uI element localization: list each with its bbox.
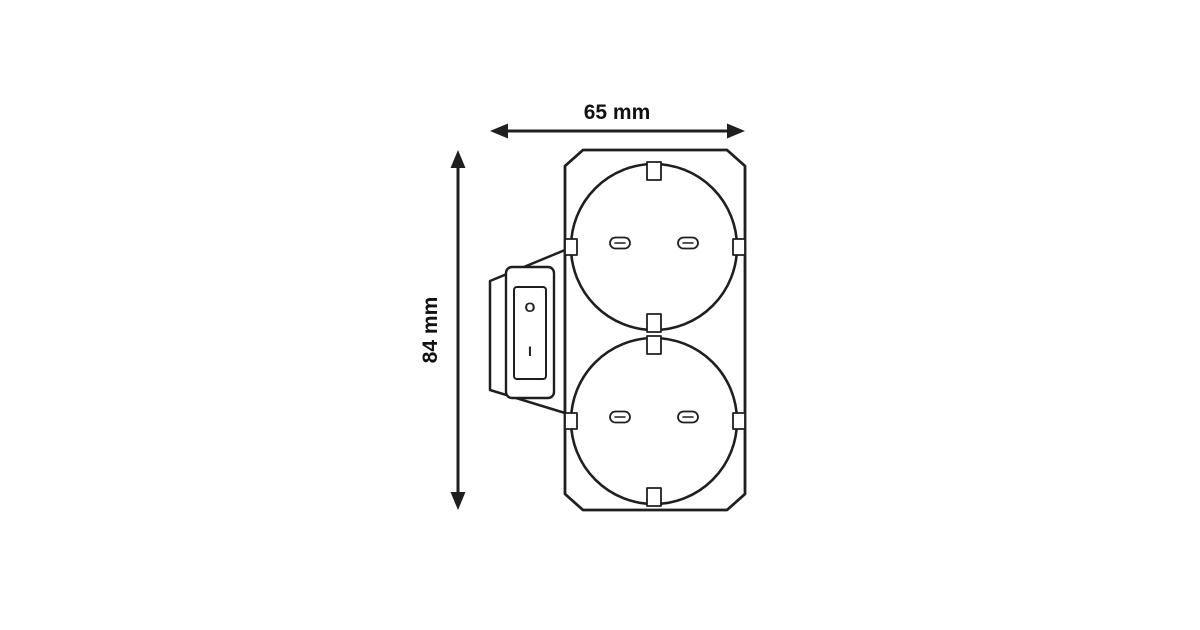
side-notch-left-icon xyxy=(564,238,578,256)
ground-tab-bottom-icon xyxy=(646,313,662,333)
height-dimension: 84 mm xyxy=(419,150,466,510)
width-dimension: 65 mm xyxy=(490,101,745,139)
socket-bottom xyxy=(564,335,746,507)
switch-rocker xyxy=(513,286,547,380)
ground-tab-bottom-icon xyxy=(646,487,662,507)
arrowhead-up-icon xyxy=(450,150,466,168)
width-label: 65 mm xyxy=(584,101,651,124)
socket-top xyxy=(564,161,746,333)
arrowhead-right-icon xyxy=(727,123,745,139)
arrowhead-left-icon xyxy=(490,123,508,139)
side-notch-right-icon xyxy=(732,238,746,256)
side-notch-left-icon xyxy=(564,412,578,430)
ground-tab-top-icon xyxy=(646,161,662,181)
ground-tab-top-icon xyxy=(646,335,662,355)
socket-device: O I xyxy=(488,148,747,512)
switch-off-mark: O xyxy=(525,299,536,315)
height-label: 84 mm xyxy=(419,297,442,364)
switch-on-mark: I xyxy=(528,343,532,359)
side-notch-right-icon xyxy=(732,412,746,430)
arrowhead-down-icon xyxy=(450,492,466,510)
power-switch: O I xyxy=(504,265,556,400)
